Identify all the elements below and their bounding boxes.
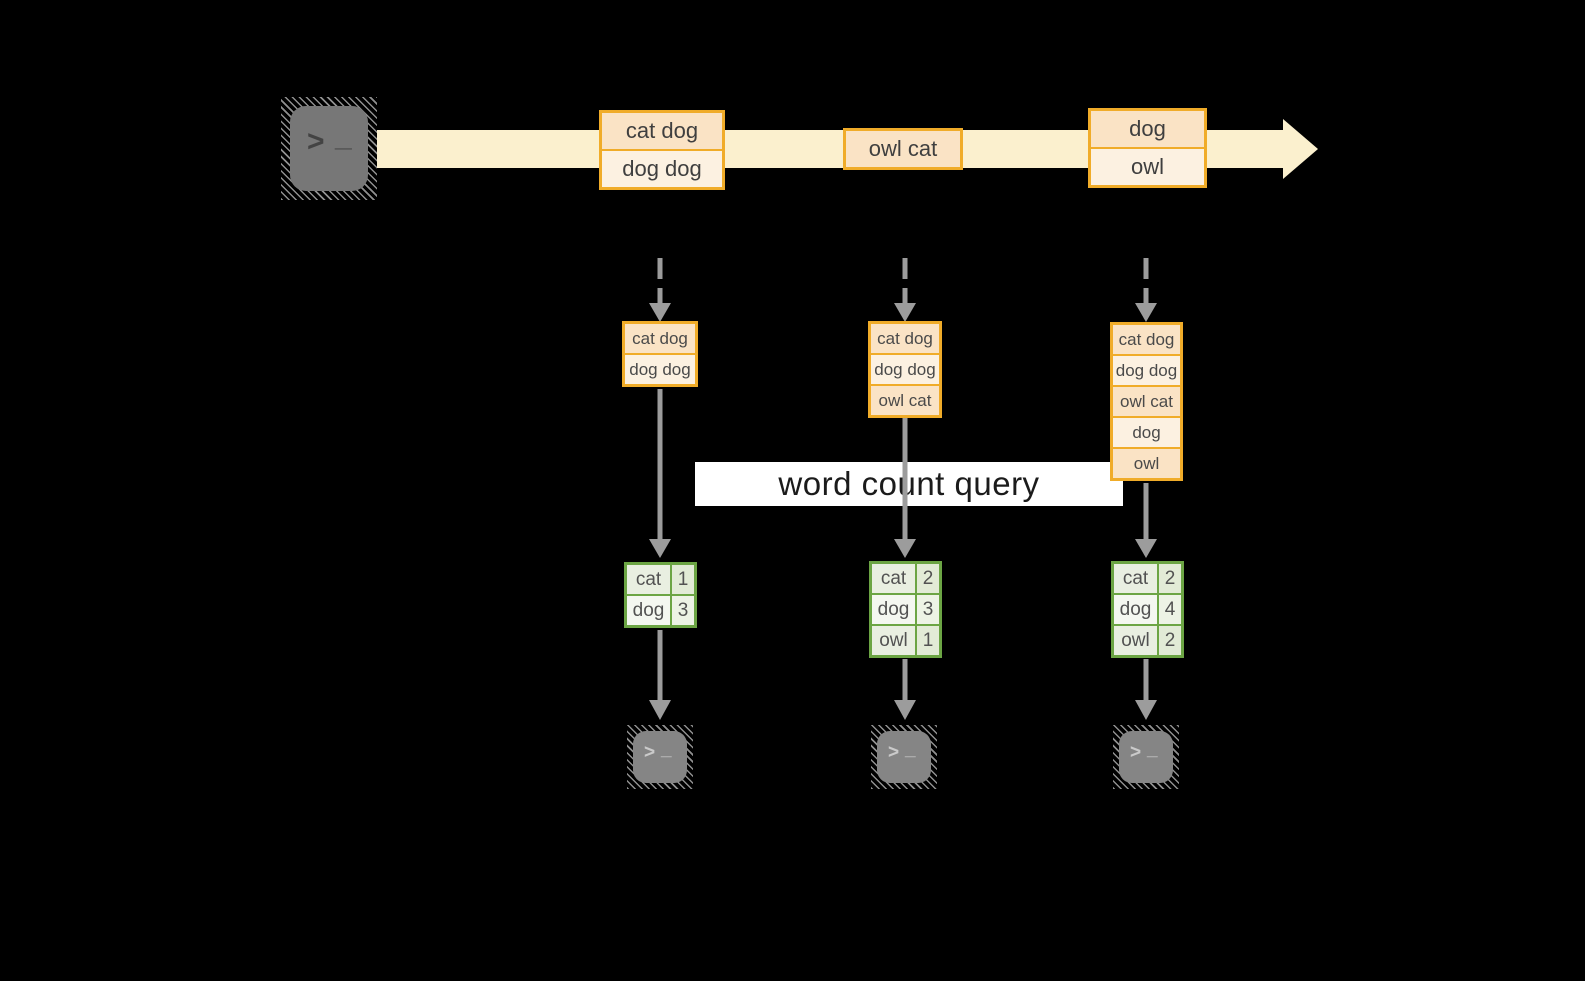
buffer-item: owl xyxy=(1113,449,1180,478)
terminal-cursor-glyph: _ xyxy=(335,120,352,153)
terminal-cursor-glyph: _ xyxy=(905,739,916,760)
buffer-1: cat dog dog dog xyxy=(622,321,698,387)
batch-item: owl cat xyxy=(846,131,960,167)
buffer-2: cat dog dog dog owl cat xyxy=(868,321,942,418)
stream-batch-2: owl cat xyxy=(843,128,963,170)
terminal-cursor-glyph: _ xyxy=(1147,739,1158,760)
query-label-band: word count query xyxy=(695,462,1123,506)
query-arrow-1 xyxy=(649,389,671,558)
query-arrow-2 xyxy=(894,418,916,558)
query-label: word count query xyxy=(778,465,1040,502)
terminal-screen: > _ xyxy=(290,106,368,191)
batch-arrow-1 xyxy=(649,258,671,322)
count-cell: 3 xyxy=(672,596,694,625)
stream-batch-3: dog owl xyxy=(1088,108,1207,188)
word-cell: dog xyxy=(872,595,915,624)
source-terminal-icon: > _ xyxy=(281,97,377,200)
batch-item: dog xyxy=(1091,111,1204,147)
output-terminal-icon-3: > _ xyxy=(1113,725,1179,789)
result-table-2: cat 2 dog 3 owl 1 xyxy=(869,561,942,658)
count-cell: 3 xyxy=(917,595,939,624)
terminal-prompt-glyph: > xyxy=(644,742,656,763)
count-cell: 1 xyxy=(917,626,939,655)
output-terminal-icon-2: > _ xyxy=(871,725,937,789)
count-cell: 2 xyxy=(1159,626,1181,655)
buffer-item: owl cat xyxy=(1113,387,1180,416)
word-cell: cat xyxy=(627,565,670,594)
result-table-1: cat 1 dog 3 xyxy=(624,562,697,628)
terminal-screen: > _ xyxy=(877,731,931,783)
output-arrow-1 xyxy=(649,630,671,720)
result-table-3: cat 2 dog 4 owl 2 xyxy=(1111,561,1184,658)
batch-item: cat dog xyxy=(602,113,722,149)
buffer-item: cat dog xyxy=(871,324,939,353)
word-cell: cat xyxy=(1114,564,1157,593)
batch-item: dog dog xyxy=(602,151,722,187)
count-cell: 1 xyxy=(672,565,694,594)
word-cell: dog xyxy=(627,596,670,625)
count-cell: 2 xyxy=(917,564,939,593)
terminal-screen: > _ xyxy=(1119,731,1173,783)
query-arrow-3 xyxy=(1135,483,1157,558)
buffer-item: dog dog xyxy=(871,355,939,384)
word-cell: cat xyxy=(872,564,915,593)
output-arrow-3 xyxy=(1135,659,1157,720)
count-cell: 2 xyxy=(1159,564,1181,593)
terminal-prompt-glyph: > xyxy=(1130,742,1142,763)
count-cell: 4 xyxy=(1159,595,1181,624)
word-cell: owl xyxy=(1114,626,1157,655)
batch-arrow-3 xyxy=(1135,258,1157,322)
stream-batch-1: cat dog dog dog xyxy=(599,110,725,190)
buffer-item: cat dog xyxy=(1113,325,1180,354)
output-terminal-icon-1: > _ xyxy=(627,725,693,789)
terminal-cursor-glyph: _ xyxy=(661,739,672,760)
buffer-item: dog dog xyxy=(625,355,695,384)
buffer-3: cat dog dog dog owl cat dog owl xyxy=(1110,322,1183,481)
buffer-item: cat dog xyxy=(625,324,695,353)
output-arrow-2 xyxy=(894,659,916,720)
terminal-screen: > _ xyxy=(633,731,687,783)
word-cell: dog xyxy=(1114,595,1157,624)
stream-arrowhead xyxy=(1283,119,1318,179)
buffer-item: owl cat xyxy=(871,386,939,415)
batch-item: owl xyxy=(1091,149,1204,185)
batch-arrow-2 xyxy=(894,258,916,322)
word-cell: owl xyxy=(872,626,915,655)
terminal-prompt-glyph: > xyxy=(307,125,325,158)
buffer-item: dog xyxy=(1113,418,1180,447)
terminal-prompt-glyph: > xyxy=(888,742,900,763)
buffer-item: dog dog xyxy=(1113,356,1180,385)
